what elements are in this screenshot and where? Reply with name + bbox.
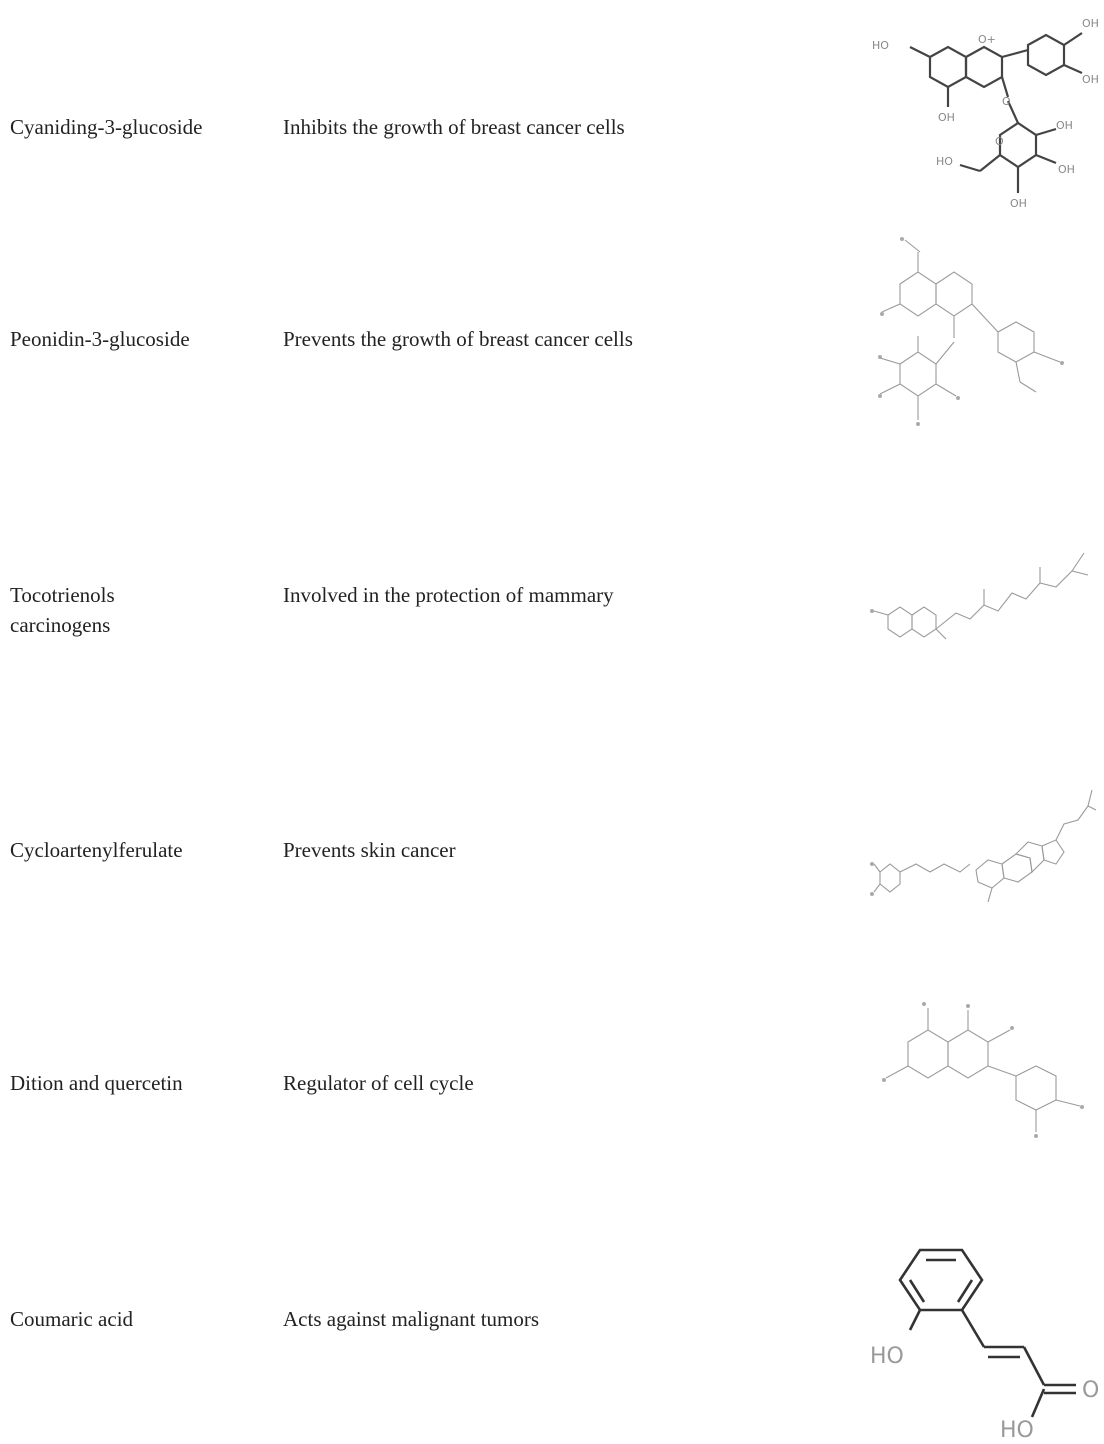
o-plus-label: O+ bbox=[978, 33, 996, 46]
o-label: O bbox=[995, 135, 1004, 148]
compound-name: Cyaniding-3-glucoside bbox=[10, 115, 203, 139]
oh-label: OH bbox=[1056, 119, 1073, 132]
cycloartenyl-ferulate-structure-icon bbox=[870, 789, 1097, 903]
oh-label: OH bbox=[1082, 17, 1099, 30]
ho-label: HO bbox=[936, 155, 953, 168]
ho-label: HO bbox=[1000, 1418, 1034, 1440]
compound-name: Coumaric acid bbox=[10, 1307, 134, 1331]
ho-label: HO bbox=[872, 39, 889, 52]
oh-label: OH bbox=[938, 111, 955, 124]
compound-name: Peonidin-3-glucoside bbox=[10, 327, 190, 351]
compound-effect: Regulator of cell cycle bbox=[283, 1071, 474, 1095]
compound-name: Tocotrienols bbox=[10, 583, 115, 607]
cyanidin-3-glucoside-structure-icon: HO OH O+ OH OH O OH OH OH HO O bbox=[872, 17, 1099, 210]
compound-effect: Inhibits the growth of breast cancer cel… bbox=[283, 115, 625, 139]
ho-label: HO bbox=[870, 1344, 904, 1369]
compound-name: Dition and quercetin bbox=[10, 1071, 183, 1095]
compound-name-line2: carcinogens bbox=[10, 613, 111, 637]
peonidin-3-glucoside-structure-icon bbox=[878, 237, 1064, 426]
compound-effect: Involved in the protection of mammary bbox=[283, 583, 614, 607]
o-label: O bbox=[1082, 1378, 1099, 1403]
compound-effect: Prevents the growth of breast cancer cel… bbox=[283, 327, 633, 351]
oh-label: OH bbox=[1082, 73, 1099, 86]
oh-label: OH bbox=[1058, 163, 1075, 176]
o-label: O bbox=[1002, 95, 1011, 108]
tocotrienol-structure-icon bbox=[870, 552, 1089, 640]
coumaric-acid-structure-icon: HO O HO bbox=[870, 1248, 1099, 1440]
compound-effect: Acts against malignant tumors bbox=[283, 1307, 540, 1331]
compound-name: Cycloartenylferulate bbox=[10, 838, 183, 862]
quercetin-structure-icon bbox=[882, 1002, 1084, 1138]
oh-label: OH bbox=[1010, 197, 1027, 210]
compound-effect: Prevents skin cancer bbox=[283, 838, 456, 862]
